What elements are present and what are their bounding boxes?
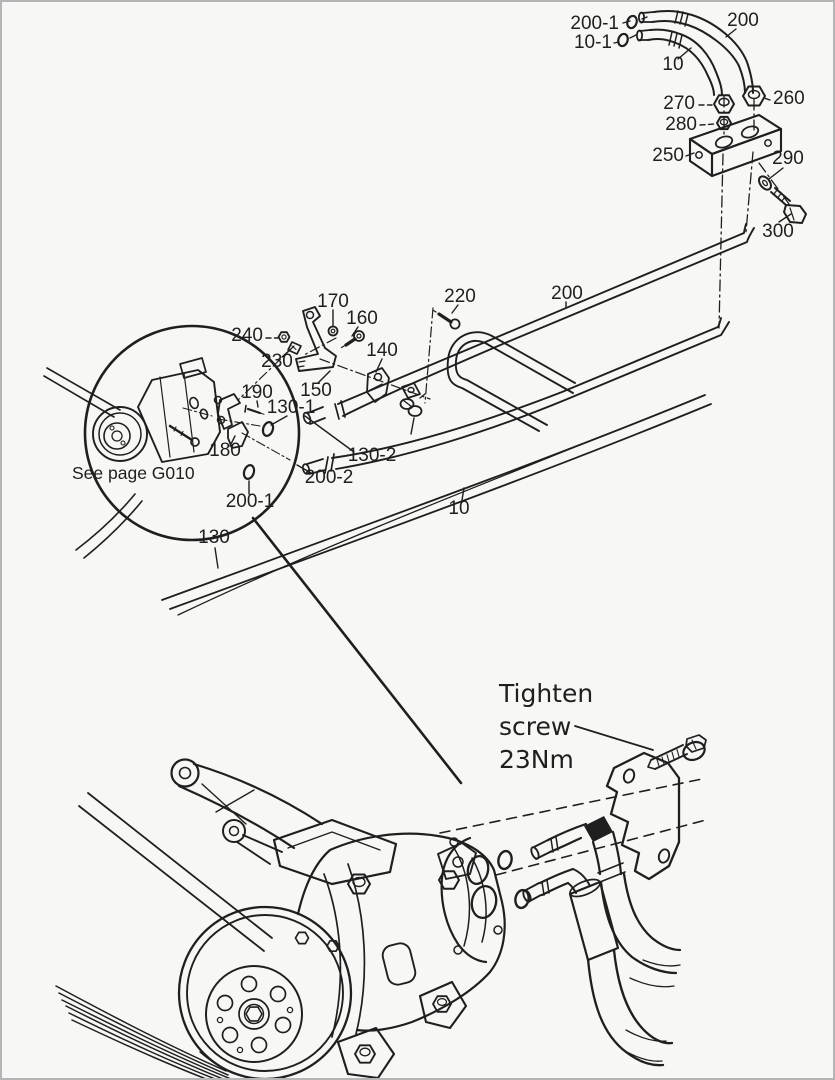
expansion-loop xyxy=(446,331,576,432)
callout-200-mid: 200 xyxy=(551,283,583,304)
drive-belt-upper xyxy=(78,792,273,952)
callout-130: 130 xyxy=(198,527,230,548)
clutch-pulley xyxy=(177,905,353,1078)
top-mount-plate xyxy=(272,818,398,953)
bolt-220 xyxy=(432,309,461,330)
torque-note-leader xyxy=(574,725,654,751)
o-ring-200-1 xyxy=(626,14,638,30)
o-ring-upper-port xyxy=(497,849,513,871)
bottom-lugs xyxy=(336,980,468,1078)
refrigerant-lines-mid xyxy=(161,223,755,616)
callout-150: 150 xyxy=(300,380,332,401)
callout-200-1-top: 200-1 xyxy=(570,13,619,34)
o-ring-200-1-detail xyxy=(242,464,256,480)
callout-270: 270 xyxy=(663,93,695,114)
assembly-axis-dashed xyxy=(439,778,707,876)
callout-10-mid: 10 xyxy=(448,498,469,519)
see-page-note: See page G010 xyxy=(72,463,195,483)
hose-end-200-2 xyxy=(301,453,335,475)
callout-250: 250 xyxy=(652,145,684,166)
top-fitting-assembly xyxy=(617,10,807,329)
manifold-plate xyxy=(605,751,681,881)
callout-240: 240 xyxy=(231,325,263,346)
o-ring-10-1 xyxy=(617,32,629,48)
pipe-run-200 xyxy=(337,223,755,417)
callout-130-1: 130-1 xyxy=(267,397,316,418)
clamp-block-250 xyxy=(688,113,783,178)
callout-180: 180 xyxy=(209,440,241,461)
torque-note-line1: Tighten xyxy=(498,679,593,708)
compressor-small xyxy=(92,357,226,463)
callout-leaders xyxy=(214,16,792,569)
bracket-150 xyxy=(295,306,337,372)
callout-texts: 200-1 10-1 200 10 270 260 280 250 290 30… xyxy=(72,10,805,774)
elbow-fitting-upper xyxy=(530,816,682,988)
belt-small xyxy=(43,367,143,559)
callout-200-1-detail: 200-1 xyxy=(226,491,275,512)
pipe-run-lower xyxy=(161,394,712,616)
callout-260: 260 xyxy=(773,88,805,109)
compressor-front-view xyxy=(55,725,707,1078)
callout-190: 190 xyxy=(241,382,273,403)
fitting-130-2 xyxy=(302,400,346,425)
bolt-160 xyxy=(340,330,365,349)
bracket-140 xyxy=(366,367,390,403)
washer-290 xyxy=(758,175,772,191)
callout-200-2: 200-2 xyxy=(305,467,354,488)
seal-ring-small-b xyxy=(199,408,209,420)
centerlines-top xyxy=(718,95,790,329)
callout-220: 220 xyxy=(444,286,476,307)
seal-ring-small-a xyxy=(189,396,199,410)
callout-200-top: 200 xyxy=(727,10,759,31)
callout-300: 300 xyxy=(762,221,794,242)
detail-leader-line xyxy=(251,516,463,785)
pipe-10 xyxy=(636,28,723,96)
detail-circle xyxy=(83,324,301,542)
callout-290: 290 xyxy=(772,148,804,169)
callout-140: 140 xyxy=(366,340,398,361)
screw-190 xyxy=(244,404,265,415)
mounting-arm xyxy=(170,758,324,865)
callout-230: 230 xyxy=(261,351,293,372)
bolt-300 xyxy=(770,187,807,224)
long-screw-small xyxy=(168,424,200,447)
torque-note-line2: screw xyxy=(499,712,571,741)
bracket-180 xyxy=(217,393,249,449)
drive-belt-ribbed xyxy=(55,985,231,1078)
callout-170: 170 xyxy=(317,291,349,312)
centerlines-mid xyxy=(237,307,434,404)
rear-head xyxy=(437,836,503,964)
elbow-fitting-lower xyxy=(522,867,674,1067)
callout-160: 160 xyxy=(346,308,378,329)
callout-130-2: 130-2 xyxy=(348,445,397,466)
detail-bubble xyxy=(43,324,301,559)
torque-note-line3: 23Nm xyxy=(499,745,574,774)
centerlines-detail xyxy=(182,407,291,461)
washer-170 xyxy=(327,325,339,337)
o-ring-130-1 xyxy=(261,421,275,437)
callout-280: 280 xyxy=(665,114,697,135)
nut-240 xyxy=(277,331,291,343)
callout-10-1: 10-1 xyxy=(574,32,612,53)
callout-10-top: 10 xyxy=(662,54,683,75)
screw-23nm xyxy=(647,734,707,770)
